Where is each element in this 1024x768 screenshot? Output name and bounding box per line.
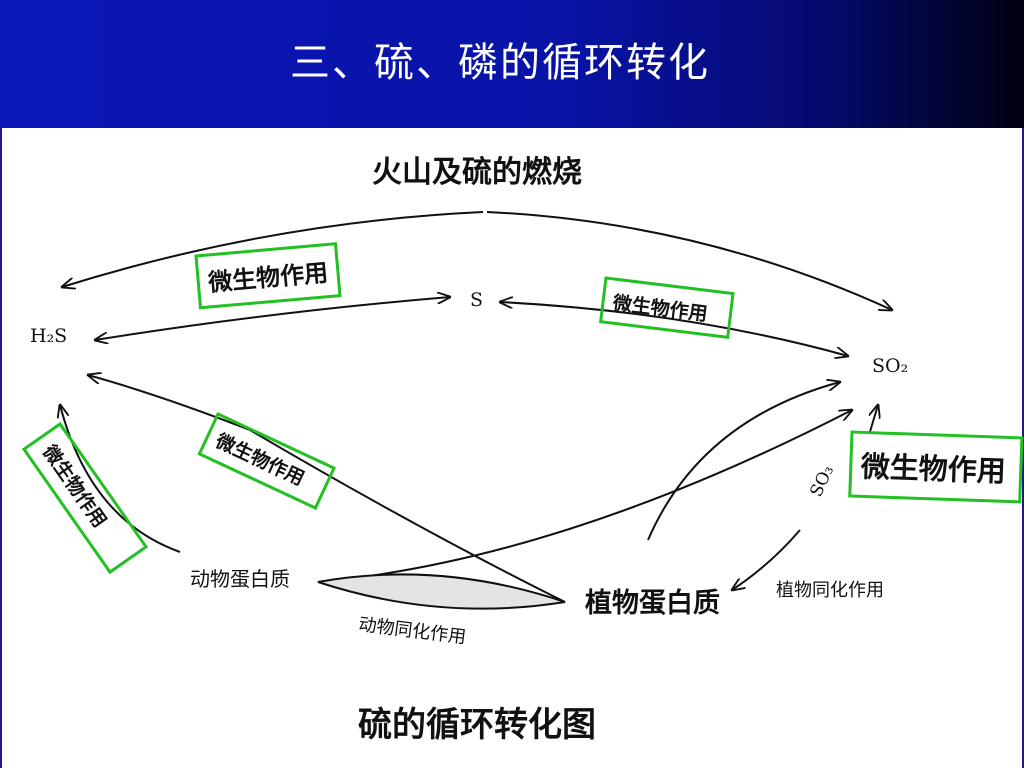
- slide-header: 三、硫、磷的循环转化: [0, 0, 1024, 128]
- slide-title: 三、硫、磷的循环转化: [290, 40, 710, 86]
- node-h2s: H₂S: [30, 325, 67, 347]
- plant-protein-label: 植物蛋白质: [585, 587, 720, 619]
- arrow-plant-protein-to-h2s: [88, 375, 566, 603]
- microbe-label-5: 微生物作用: [859, 449, 1006, 488]
- animal-assimilation-label: 动物同化作用: [357, 614, 467, 648]
- microbe-box-5: 微生物作用: [848, 430, 1024, 504]
- volcano-label: 火山及硫的燃烧: [372, 155, 582, 190]
- animal-protein-label: 动物蛋白质: [190, 567, 290, 591]
- plant-assimilation-label: 植物同化作用: [776, 580, 884, 601]
- microbe-label-1: 微生物作用: [206, 259, 329, 297]
- arc-volcano-to-so2: [486, 211, 892, 310]
- left-border: [0, 128, 2, 768]
- arrow-h2s-s: [95, 297, 450, 340]
- arrow-animal-protein-to-h2s: [60, 405, 181, 553]
- arc-volcano-to-h2s: [62, 211, 484, 287]
- microbe-box-3: 微生物作用: [197, 412, 337, 510]
- node-so2: SO₂: [872, 355, 908, 377]
- microbe-label-2: 微生物作用: [611, 291, 709, 326]
- assimilation-lens: [317, 573, 566, 610]
- arrow-animal-protein-to-so2: [317, 410, 852, 583]
- node-so3: SO₃: [806, 462, 838, 500]
- microbe-box-1: 微生物作用: [194, 242, 342, 310]
- node-s: S: [470, 289, 483, 311]
- diagram-caption: 硫的循环转化图: [358, 705, 596, 745]
- microbe-box-4: 微生物作用: [21, 421, 149, 575]
- arrow-s-so2: [500, 302, 848, 356]
- arrow-so3-to-plant-protein: [732, 529, 801, 590]
- arrow-plant-protein-to-so2: [647, 382, 840, 541]
- microbe-box-2: 微生物作用: [598, 276, 735, 339]
